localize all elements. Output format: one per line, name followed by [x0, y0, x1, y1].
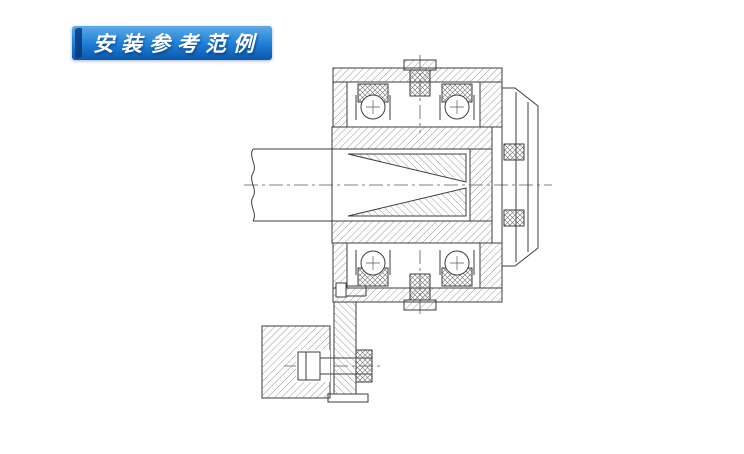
- torque-arm: [327, 282, 369, 403]
- anchor-bracket: [261, 325, 373, 399]
- shaft: [251, 148, 334, 222]
- banner-title: 安装参考范例: [93, 33, 261, 56]
- end-flange: [501, 87, 539, 267]
- hub: [331, 126, 493, 244]
- section-banner: 安装参考范例: [72, 26, 272, 60]
- lower-bearing-housing: [332, 242, 503, 311]
- upper-bearing-housing: [332, 59, 503, 128]
